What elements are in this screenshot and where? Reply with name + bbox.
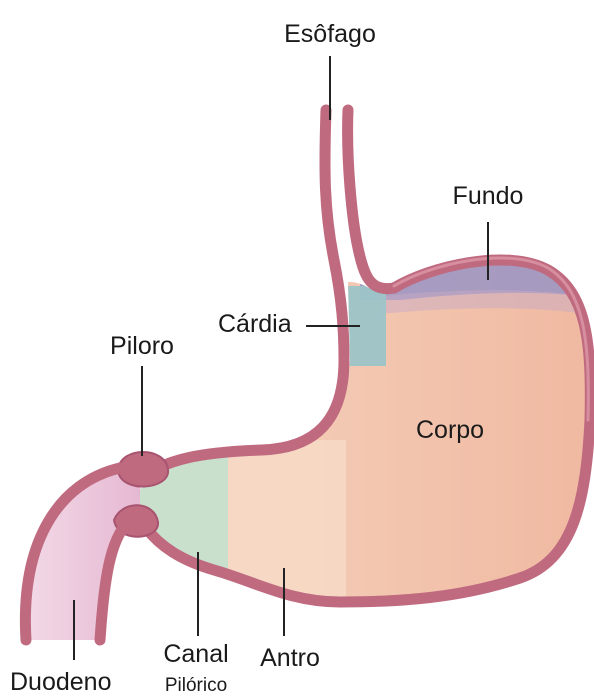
esofago-right-wall — [348, 110, 394, 289]
label-duodeno: Duodeno — [10, 670, 111, 695]
duodeno-region — [28, 468, 142, 640]
label-fundo: Fundo — [453, 184, 524, 209]
label-corpo: Corpo — [416, 418, 484, 443]
label-esofago: Esôfago — [284, 22, 376, 47]
label-piloro: Piloro — [110, 334, 174, 359]
label-cardia: Cárdia — [218, 312, 292, 337]
piloro-sphincter — [118, 452, 168, 487]
label-canal: Canal — [163, 642, 228, 667]
esofago-left-wall — [138, 110, 344, 482]
label-antro: Antro — [260, 646, 320, 671]
label-pilorico: Pilórico — [165, 676, 227, 695]
